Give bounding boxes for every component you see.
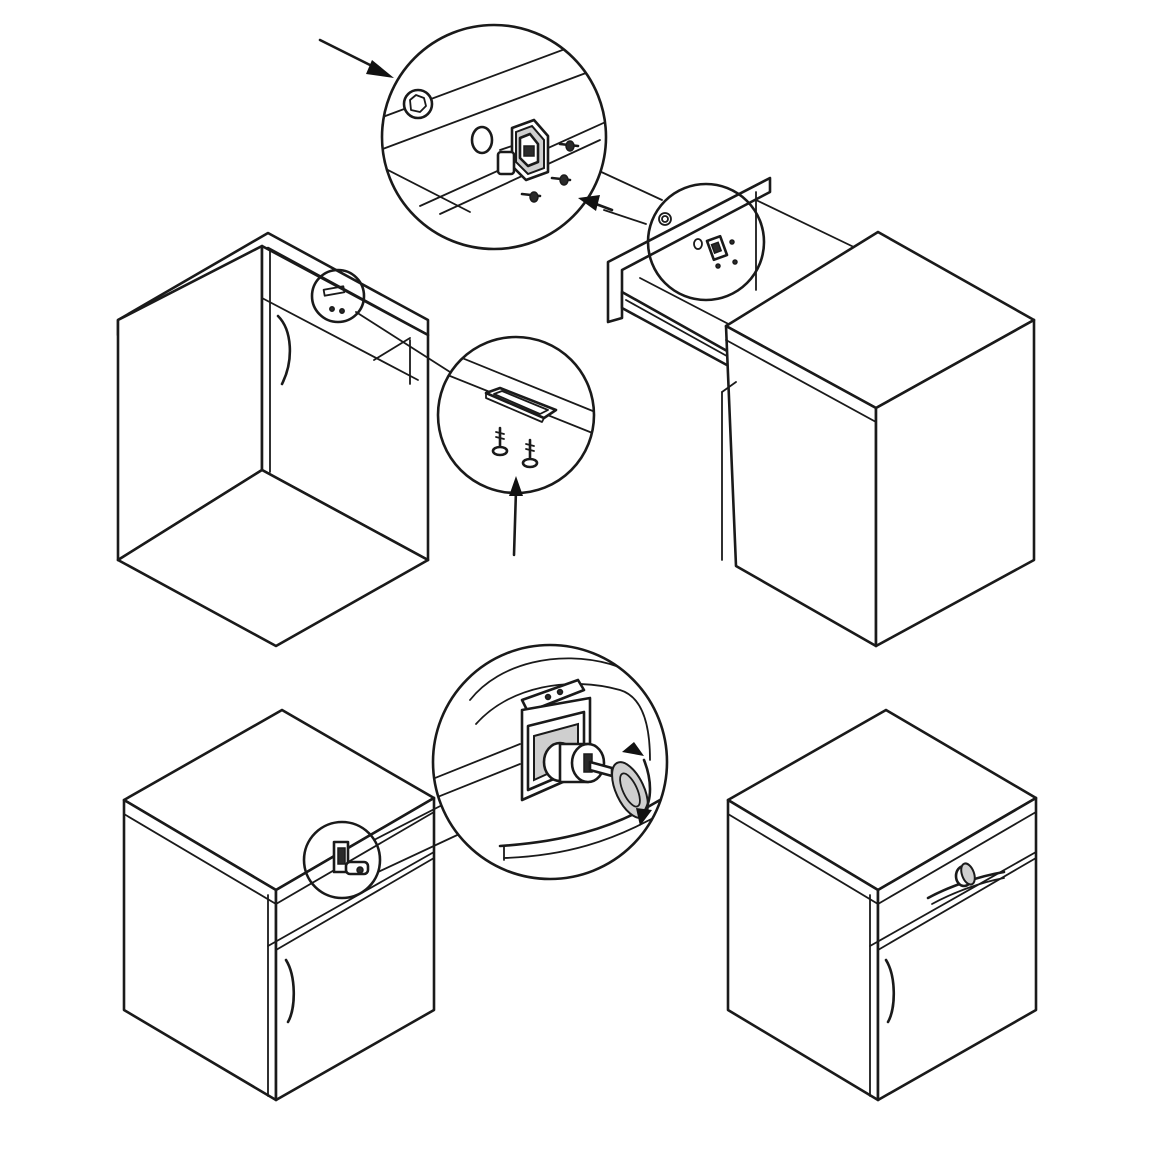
strike-plate-callout [436,335,596,495]
lock-callout-small [646,182,766,302]
door-handle-icon [276,314,292,386]
rotate-arrow-icon [622,742,644,756]
cabinet-bottom-left [122,708,469,1102]
arrow-left-icon [578,195,614,212]
arrow-up-icon [509,476,523,557]
door-handle-icon [884,958,896,1024]
door-handle-icon [284,958,296,1024]
key-callout [431,643,669,881]
screw-icon [520,191,542,203]
arrow-diagonal-icon [318,38,394,78]
cabinet-top-left [116,231,451,648]
lock-body-callout [380,23,608,251]
cabinet-bottom-right [726,708,1038,1102]
strike-callout-small [310,268,366,324]
cabinet-top-right [596,169,1036,648]
key-callout-small [302,820,382,900]
screw-icon [558,140,580,152]
screw-icon [521,438,539,469]
rotate-arrow-icon [636,808,652,826]
screw-icon [550,174,572,186]
screw-icon [491,426,509,457]
